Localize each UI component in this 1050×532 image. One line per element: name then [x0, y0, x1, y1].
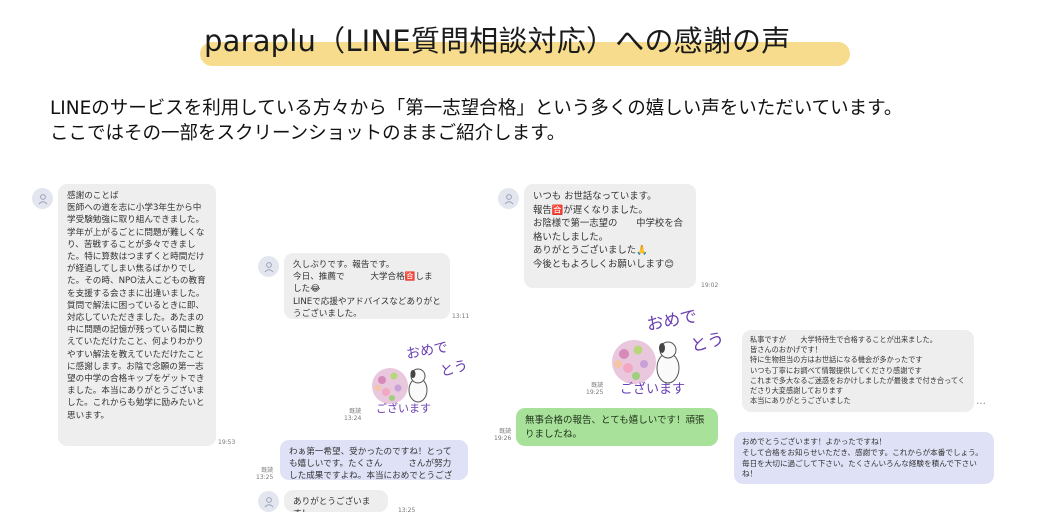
title-highlight [200, 42, 850, 66]
read-receipt-time: 既読 13:25 [256, 467, 274, 481]
user-avatar-icon [498, 188, 519, 209]
intro-text: LINEのサービスを利用している方々から「第一志望合格」という多くの嬉しい声をい… [50, 96, 1030, 146]
thanks-reply-bubble: ありがとうございます！ [284, 490, 388, 512]
flower-bouquet-icon [612, 340, 680, 384]
reply-message-bubble: わぁ第一希望、受かったのですね！とっても嬉しいです。たくさん さんが努力した成果… [280, 440, 468, 480]
reply-message-bubble: 無事合格の報告、とても嬉しいです！頑張りましたね。 [516, 408, 718, 446]
reply-message-bubble: おめでとうございます！よかったですね！ そして合格をお知らせいただき、感謝です。… [734, 432, 994, 484]
thanks-message-bubble: 感謝のことば 医師への道を志に小学3年生から中学受験勉強に取り組んできました。学… [58, 184, 216, 446]
message-time: 13:11 [452, 313, 470, 320]
report-message-bubble: 久しぶりです。報告です。 今日、推薦で 大学合格🈴しました😂 LINEで応援やア… [284, 253, 450, 319]
user-avatar-icon [258, 256, 279, 277]
message-time: 13:25 [398, 507, 416, 514]
report-message-bubble: いつも お世話なっています。 報告🈴が遅くなりました。 お陰様で第一志望の 中学… [524, 184, 696, 288]
message-time: 19:02 [701, 282, 719, 289]
intro-line-2: ここではその一部をスクリーンショットのままご紹介します。 [50, 123, 566, 144]
congratulations-sticker: おめで とう ございます [606, 304, 727, 402]
message-time: 19:53 [218, 439, 236, 446]
read-receipt-time: 既読 13:24 [344, 408, 362, 422]
user-avatar-icon [258, 491, 279, 512]
user-avatar-icon [32, 188, 53, 209]
report-message-bubble: 私事ですが 大学特待生で合格することが出来ました。 皆さんのおかげです！ 特に生… [742, 330, 974, 412]
sticker-text: ございます [376, 402, 431, 415]
flower-bouquet-icon [372, 368, 428, 404]
read-receipt-time: 既読 19:26 [494, 428, 512, 442]
page-title: paraplu（LINE質問相談対応）への感謝の声 [204, 24, 791, 58]
congratulations-sticker: おめで とう ございます [366, 336, 472, 418]
intro-line-1: LINEのサービスを利用している方々から「第一志望合格」という多くの嬉しい声をい… [50, 98, 903, 119]
title-block: paraplu（LINE質問相談対応）への感謝の声 [196, 12, 856, 68]
more-options-icon[interactable]: … [976, 396, 987, 407]
sticker-text: ございます [620, 382, 686, 397]
read-receipt-time: 既読 19:25 [586, 382, 604, 396]
